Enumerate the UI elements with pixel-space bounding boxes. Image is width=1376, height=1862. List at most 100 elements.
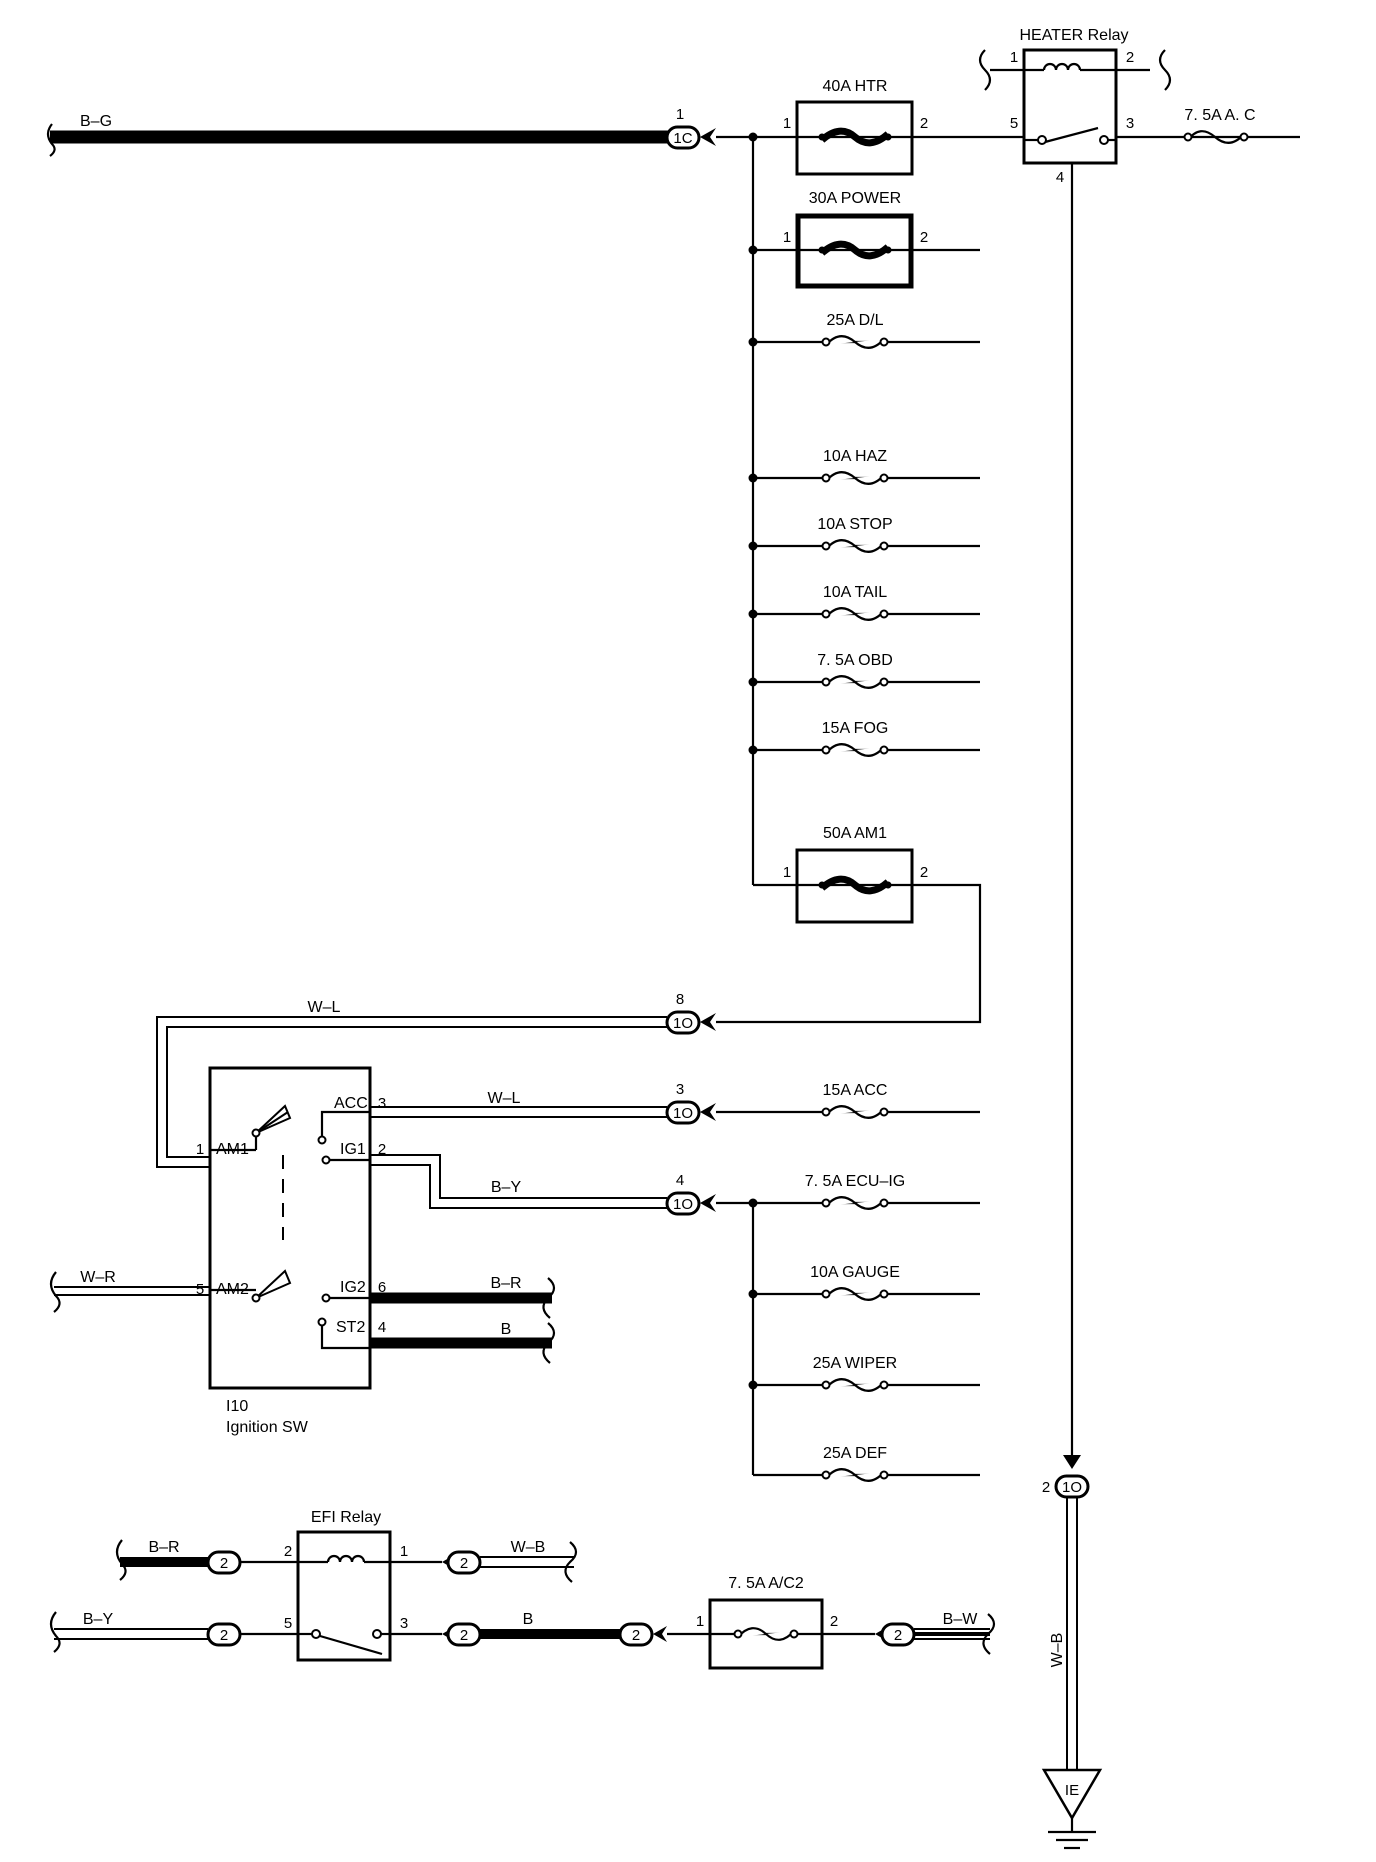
svg-text:IE: IE [1065,1782,1079,1799]
svg-text:2: 2 [378,1141,386,1158]
connector-acc-out: 1O 3 [665,1081,716,1125]
svg-text:2: 2 [220,1627,228,1644]
efi-connector-2: 2 [442,1550,482,1575]
fuse-50a-am1: 50A AM1 1 2 [753,825,928,924]
fuse-10a-stop: 10A STOP [748,516,980,553]
svg-text:2: 2 [920,115,928,132]
connector-am1-out: 1O 8 [665,991,716,1035]
fuse-ac: 7. 5A A. C [1183,107,1256,144]
svg-text:2: 2 [1126,49,1134,66]
svg-text:1: 1 [400,1543,408,1560]
fuse-25a-dl: 25A D/L [748,312,980,349]
fuse-7-5a-obd: 7. 5A OBD [748,652,980,689]
svg-text:10A GAUGE: 10A GAUGE [810,1264,900,1281]
svg-text:2: 2 [830,1613,838,1630]
svg-text:2: 2 [632,1627,640,1644]
svg-text:8: 8 [676,991,684,1008]
heater-relay: HEATER Relay 1 2 5 3 4 [978,27,1172,186]
svg-text:7. 5A A/C2: 7. 5A A/C2 [728,1575,804,1592]
svg-text:5: 5 [284,1615,292,1632]
svg-text:W–L: W–L [488,1090,521,1107]
wire-ig1-by: B–Y [370,1154,667,1209]
svg-text:1O: 1O [1062,1479,1082,1496]
efi-connector-4: 2 [442,1622,482,1647]
efi-connector-6: 2 [875,1622,916,1647]
ignition-switch: I10 Ignition SW AM1 1 AM2 5 ACC IG1 3 2 … [196,1066,386,1436]
svg-text:B–R: B–R [148,1539,179,1556]
efi-relay-title: EFI Relay [311,1509,381,1526]
wire-st2-b: B [370,1321,556,1364]
svg-text:IG2: IG2 [340,1279,366,1296]
ground-symbol: IE [1041,1768,1103,1850]
svg-text:10A HAZ: 10A HAZ [823,448,887,465]
fuse-10a-gauge: 10A GAUGE [748,1264,980,1301]
svg-text:5: 5 [1010,115,1018,132]
fuse-10a-haz: 10A HAZ [748,448,980,485]
svg-text:W–B: W–B [1049,1633,1066,1668]
svg-text:ACC: ACC [334,1095,368,1112]
connector-main-in: 1C 1 [665,106,716,150]
wire-label-bg: B–G [80,113,112,130]
efi-wire-br: B–R [115,1539,208,1581]
fuse-7-5a-ecu-ig: 7. 5A ECU–IG [753,1173,980,1210]
svg-text:2: 2 [920,229,928,246]
svg-text:25A D/L: 25A D/L [827,312,884,329]
svg-text:5: 5 [196,1281,204,1298]
efi-relay: EFI Relay 2 1 5 3 [284,1509,408,1662]
svg-text:B–Y: B–Y [83,1611,114,1628]
svg-text:B–R: B–R [490,1275,521,1292]
svg-text:30A POWER: 30A POWER [809,190,901,207]
svg-text:2: 2 [1042,1479,1050,1496]
wire-ig2-br: B–R [370,1275,556,1319]
svg-text:1: 1 [196,1141,204,1158]
svg-text:W–R: W–R [80,1269,116,1286]
fuse-label: 40A HTR [823,78,888,95]
svg-text:B: B [523,1611,534,1628]
svg-text:1: 1 [783,115,791,132]
svg-text:1O: 1O [673,1015,693,1032]
wire-acc-wl: W–L [370,1090,667,1118]
fuse-40a-htr: 40A HTR 1 2 [783,78,928,176]
svg-text:1: 1 [783,229,791,246]
svg-text:25A WIPER: 25A WIPER [813,1355,897,1372]
svg-text:1: 1 [676,106,684,123]
connector-ig1-out: 1O 4 [665,1172,716,1216]
svg-text:1: 1 [783,864,791,881]
wire-wl-am1: W–L [156,999,667,1168]
svg-text:2: 2 [220,1555,228,1572]
fuse-7-5a-ac2: 7. 5A A/C2 1 2 [696,1575,838,1670]
wire-wr: W–R [49,1269,210,1313]
svg-text:3: 3 [400,1615,408,1632]
efi-wire-bw: B–W [914,1611,996,1655]
svg-text:7. 5A A. C: 7. 5A A. C [1184,107,1255,124]
heater-relay-title: HEATER Relay [1019,27,1128,44]
efi-wire-by: B–Y [49,1611,208,1653]
svg-text:W–B: W–B [511,1539,546,1556]
svg-text:1C: 1C [673,130,692,147]
svg-text:3: 3 [378,1095,386,1112]
svg-text:IG1: IG1 [340,1141,366,1158]
svg-text:2: 2 [460,1627,468,1644]
ignition-id: I10 [226,1398,248,1415]
svg-text:ST2: ST2 [336,1319,365,1336]
svg-text:6: 6 [378,1279,386,1296]
svg-text:4: 4 [378,1319,386,1336]
main-feed: B–G 1C 1 [46,106,800,157]
svg-text:15A FOG: 15A FOG [822,720,889,737]
fuse-15a-fog: 15A FOG [748,720,980,757]
svg-text:2: 2 [920,864,928,881]
ground-connector: 1O 2 [1042,1455,1090,1499]
svg-text:4: 4 [1056,169,1064,186]
efi-wire-wb: W–B [480,1539,578,1583]
efi-connector-3: 2 [206,1622,242,1647]
svg-text:25A DEF: 25A DEF [823,1445,887,1462]
fuse-15a-acc: 15A ACC [716,1082,980,1119]
svg-text:3: 3 [1126,115,1134,132]
svg-text:10A TAIL: 10A TAIL [823,584,887,601]
efi-connector-5: 2 [618,1622,667,1647]
svg-text:2: 2 [460,1555,468,1572]
svg-text:1O: 1O [673,1196,693,1213]
efi-wire-b: B [480,1611,620,1639]
svg-text:3: 3 [676,1081,684,1098]
svg-text:2: 2 [894,1627,902,1644]
